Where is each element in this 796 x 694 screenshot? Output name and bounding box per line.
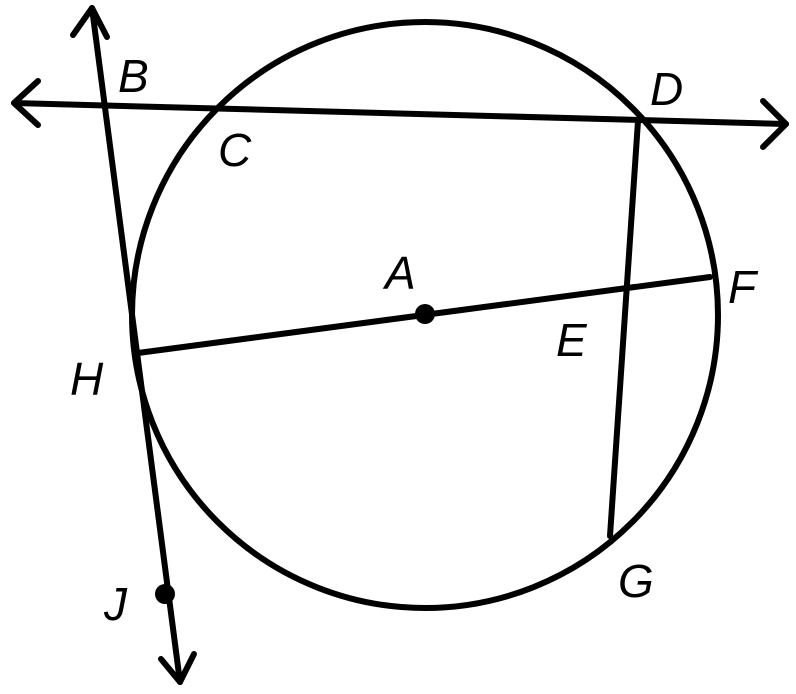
- label-j: J: [103, 578, 128, 630]
- chord-dg: [607, 118, 641, 539]
- label-d: D: [650, 63, 683, 115]
- label-c: C: [218, 124, 252, 176]
- point-j: [155, 584, 175, 604]
- label-g: G: [618, 555, 654, 607]
- label-e: E: [556, 314, 588, 366]
- label-f: F: [728, 261, 759, 313]
- label-a: A: [382, 247, 416, 299]
- point-a: [415, 304, 435, 324]
- arrowhead-bottom: [158, 651, 197, 685]
- line-bd: [11, 100, 789, 127]
- label-h: H: [70, 353, 104, 405]
- label-b: B: [118, 50, 149, 102]
- arrowhead-top: [70, 5, 110, 40]
- line-bj: [89, 5, 183, 685]
- arrowhead-right: [760, 98, 789, 150]
- arrowhead-left: [11, 78, 41, 128]
